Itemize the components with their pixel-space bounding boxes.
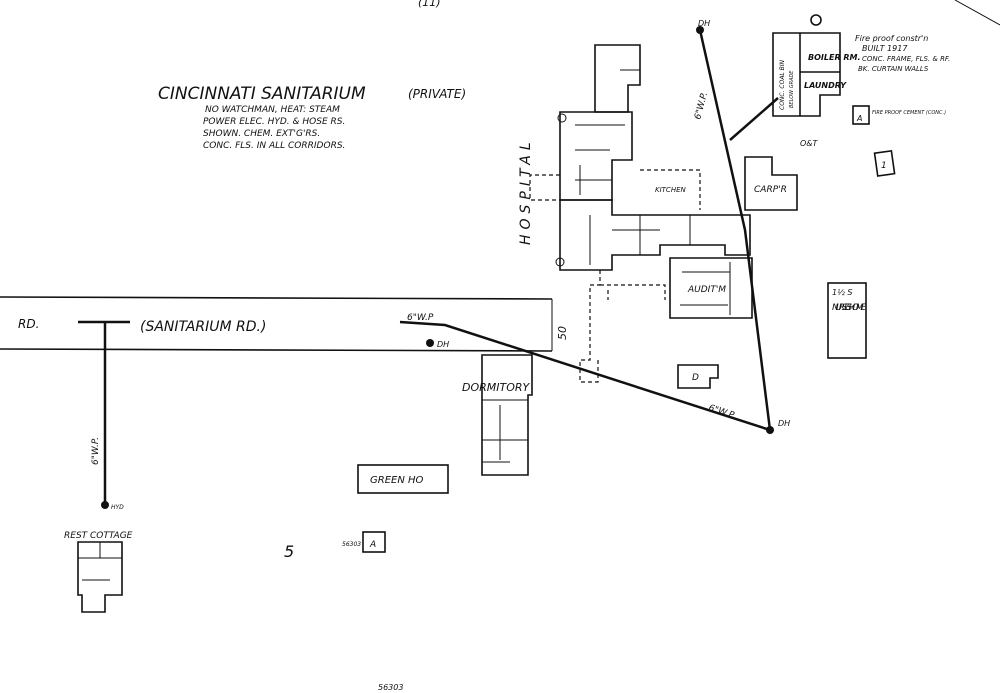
note-1: NO WATCHMAN, HEAT: STEAM: [205, 105, 340, 115]
map-title: CINCINNATI SANITARIUM: [158, 84, 366, 104]
top-label: (11): [418, 0, 441, 9]
auditorium-label: AUDIT'M: [687, 285, 726, 295]
cement-building-a: A FIRE PROOF CEMENT (CONC.): [852, 105, 946, 125]
dormitory-building: DORMITORY: [462, 354, 533, 476]
boiler-label: BOILER RM.: [808, 53, 861, 62]
cement-building-label: A: [856, 114, 862, 123]
hospital-label: HOSPITAL: [518, 137, 534, 245]
hospital-building: HOSPITAL KITCHEN: [518, 44, 751, 383]
outbuilding-d-label: D: [692, 373, 699, 383]
box-one: 1: [873, 149, 896, 177]
auditorium-building: AUDIT'M: [669, 257, 753, 319]
dormitory-label: DORMITORY: [462, 381, 531, 394]
hydrant-road-label: DH: [437, 340, 449, 349]
rest-cottage: REST COTTAGE: [64, 531, 133, 613]
sheet-number: 56303: [378, 683, 403, 692]
box-one-label: 1: [881, 161, 887, 171]
sanitarium-road: RD. (SANITARIUM RD.) 50: [0, 296, 569, 352]
road-label-left: RD.: [18, 317, 39, 331]
water-pipes: HYD 6"W.P. 6"W.P 6"W.P. 6"W.P. DH DH DH: [78, 19, 790, 511]
chimney-icon: [810, 14, 822, 26]
pipe-left-label: 6"W.P.: [91, 437, 101, 465]
rest-cottage-label: REST COTTAGE: [64, 531, 133, 541]
outbuilding-d: D: [677, 364, 719, 389]
oat-label: O&T: [800, 139, 819, 148]
hydrant-right-label: DH: [778, 419, 790, 428]
carpenter-shop: CARP'R O&T: [744, 139, 819, 211]
nurses-home: 1½ S NURSES HOME: [827, 282, 867, 359]
cement-note: FIRE PROOF CEMENT (CONC.): [872, 110, 946, 116]
small-label: 56303: [342, 541, 361, 548]
hydrant-left-label: HYD: [111, 504, 124, 511]
note-4: CONC. FLS. IN ALL CORRIDORS.: [203, 141, 345, 151]
road-label: (SANITARIUM RD.): [140, 319, 266, 335]
pipe-lower-label: 6"W.P.: [707, 403, 737, 421]
note-2: POWER ELEC. HYD. & HOSE RS.: [203, 117, 345, 127]
pipe-upper-label: 6"W.P.: [693, 91, 710, 121]
boiler-note-1: Fire proof constr'n: [855, 34, 928, 43]
coal-note-label: BELOW GRADE: [789, 70, 795, 108]
road-width: 50: [556, 326, 569, 340]
boiler-note-2: BUILT 1917: [862, 44, 908, 53]
edge-line: [954, 0, 1000, 26]
boiler-note-3: CONC. FRAME, FLS. & RF.: [862, 55, 950, 63]
coal-bin-label: CONC. COAL BIN: [779, 59, 786, 110]
green-house-label: GREEN HO: [370, 475, 424, 486]
hydrant-right: [766, 426, 774, 434]
pipe-mid-label: 6"W.P: [407, 313, 434, 323]
nurses-stories: 1½ S: [832, 288, 852, 297]
block-number: 5: [284, 542, 294, 561]
outbuilding-a-label: A: [369, 540, 376, 550]
hydrant-road: [426, 339, 434, 347]
note-3: SHOWN. CHEM. EXT'G'RS.: [203, 129, 320, 139]
green-house: GREEN HO: [357, 464, 449, 494]
nurses-home-label: NURSES HOME: [832, 303, 866, 313]
laundry-label: LAUNDRY: [804, 81, 847, 90]
boiler-laundry-building: BOILER RM. LAUNDRY CONC. COAL BIN BELOW …: [772, 14, 950, 117]
carpenter-label: CARP'R: [754, 185, 787, 195]
outbuilding-a: [362, 531, 386, 553]
hydrant-top: [696, 26, 704, 34]
hydrant-top-label: DH: [698, 19, 710, 28]
kitchen-label: KITCHEN: [655, 186, 687, 194]
boiler-note-4: BK. CURTAIN WALLS: [858, 65, 929, 73]
title-note: (PRIVATE): [408, 87, 466, 101]
hydrant-left: [101, 501, 109, 509]
